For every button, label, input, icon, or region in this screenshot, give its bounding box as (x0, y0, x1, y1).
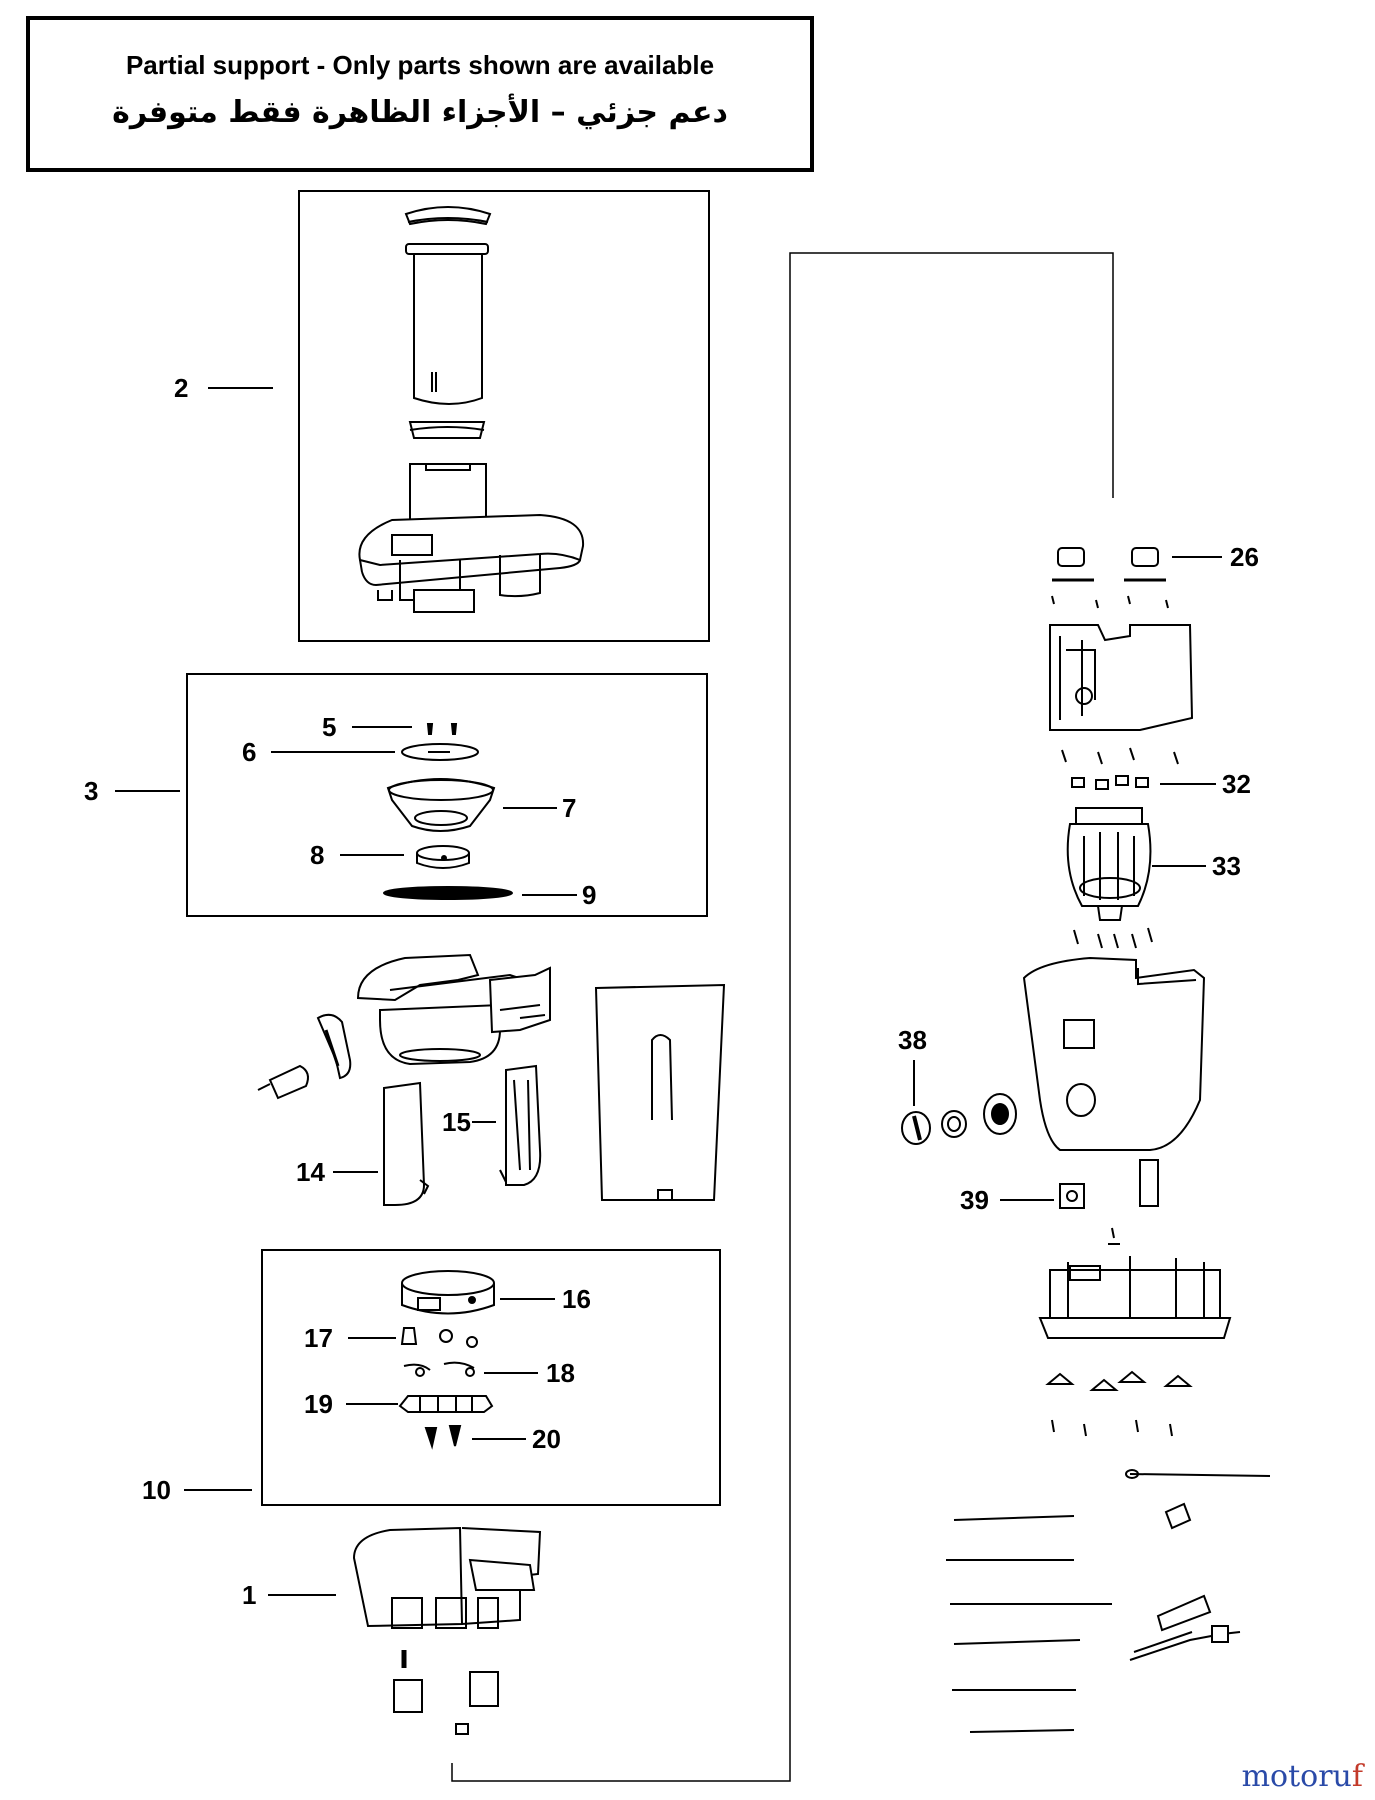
callout-19: 19 (304, 1389, 333, 1419)
part-19-drive (398, 1395, 494, 1413)
handle-part (316, 1013, 352, 1080)
watermark-part-a: motoru (1241, 1759, 1352, 1794)
connector-line (451, 252, 1114, 1782)
group-box-2 (298, 190, 710, 642)
feet-and-screws (1045, 1370, 1193, 1437)
callout-14: 14 (296, 1157, 325, 1187)
part-39-switch (1059, 1159, 1159, 1245)
callout-6: 6 (242, 737, 256, 767)
group-box-3 (186, 673, 708, 917)
part-7-sieve (386, 778, 496, 832)
main-housing (1022, 956, 1206, 1151)
callout-32: 32 (1222, 769, 1251, 799)
part-17-pin (400, 1327, 478, 1348)
callout-15: 15 (442, 1107, 471, 1137)
juicer-upper-body (356, 953, 551, 1066)
part-38-knob (901, 1093, 1017, 1145)
notice-arabic: دعم جزئي – الأجزاء الظاهرة فقط متوفرة (112, 95, 728, 130)
bottom-frame (1038, 1256, 1232, 1339)
screws-row-b (1073, 927, 1153, 949)
part-5-screws (426, 723, 458, 735)
callout-18: 18 (546, 1358, 575, 1388)
callout-7: 7 (562, 793, 576, 823)
part-6-plate (401, 743, 479, 761)
part-16-housing (401, 1270, 495, 1315)
callout-9: 9 (582, 880, 596, 910)
callout-20: 20 (532, 1424, 561, 1454)
callout-1: 1 (242, 1580, 256, 1610)
screws-row-a (1061, 747, 1179, 765)
part-20-screws (424, 1425, 462, 1450)
part-26-bushings (1051, 547, 1169, 609)
spout-part (257, 1064, 309, 1100)
part-1-base (352, 1526, 542, 1735)
callout-39: 39 (960, 1185, 989, 1215)
callout-26: 26 (1230, 542, 1259, 572)
motor-cover (1049, 624, 1194, 731)
callout-3: 3 (84, 776, 98, 806)
watermark-part-b: f (1351, 1759, 1363, 1794)
part-18-springs (403, 1361, 475, 1377)
part-33-motor (1066, 807, 1152, 921)
part-8-hub (416, 845, 470, 869)
pulp-container (594, 983, 726, 1201)
callout-8: 8 (310, 840, 324, 870)
callout-2: 2 (174, 373, 188, 403)
callout-16: 16 (562, 1284, 591, 1314)
callout-17: 17 (304, 1323, 333, 1353)
part-9-blade-disc (383, 886, 513, 900)
callout-5: 5 (322, 712, 336, 742)
part-15-clamp-right (499, 1064, 542, 1186)
notice-english: Partial support - Only parts shown are a… (125, 50, 715, 80)
part-14-clamp-left (383, 1081, 430, 1206)
callout-38: 38 (898, 1025, 927, 1055)
callout-33: 33 (1212, 851, 1241, 881)
availability-notice: Partial support - Only parts shown are a… (26, 16, 814, 172)
watermark: motoruf (1242, 1759, 1363, 1794)
cable-and-wires (946, 1469, 1271, 1733)
part-2-lid-assembly (358, 206, 585, 613)
part-32-brushes (1071, 775, 1149, 790)
callout-10: 10 (142, 1475, 171, 1505)
group-box-10 (261, 1249, 721, 1506)
